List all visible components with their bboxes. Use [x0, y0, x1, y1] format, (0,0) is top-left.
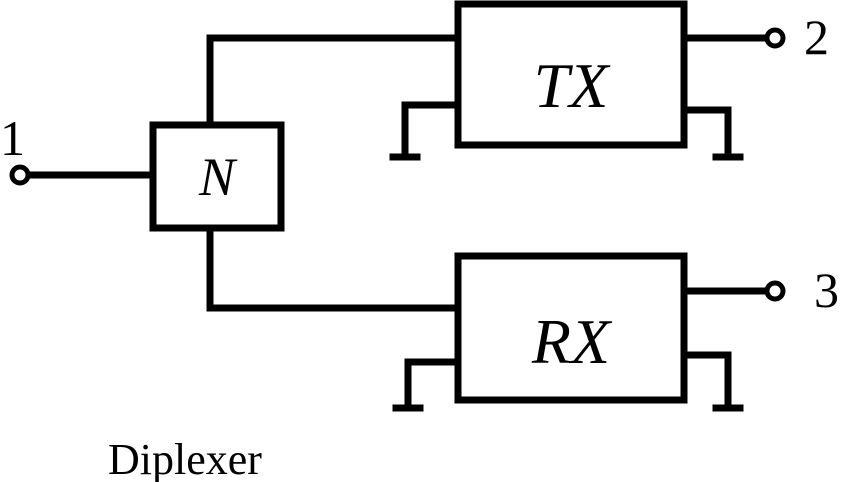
tx-block: TX	[454, 0, 688, 149]
diagram-caption: Diplexer	[108, 435, 262, 482]
port-2-terminal	[764, 27, 786, 49]
ground-symbol-tx-left	[389, 101, 462, 161]
port-3-label: 3	[814, 262, 839, 318]
ground-symbol-rx-right	[680, 351, 744, 412]
port-2-label: 2	[804, 9, 829, 65]
ground-symbol-rx-left	[392, 358, 462, 412]
port-1-terminal	[9, 164, 31, 186]
n-block-label: N	[198, 147, 238, 207]
ground-symbol-tx-right	[680, 106, 744, 161]
tx-block-label: TX	[534, 50, 612, 121]
rx-block-label: RX	[531, 306, 613, 377]
port-3-terminal	[764, 280, 786, 302]
port-1-label: 1	[0, 110, 25, 166]
wire-n-to-tx	[206, 34, 462, 129]
wire-n-to-rx	[206, 224, 459, 312]
n-block: N	[149, 121, 285, 232]
rx-block: RX	[454, 252, 688, 404]
